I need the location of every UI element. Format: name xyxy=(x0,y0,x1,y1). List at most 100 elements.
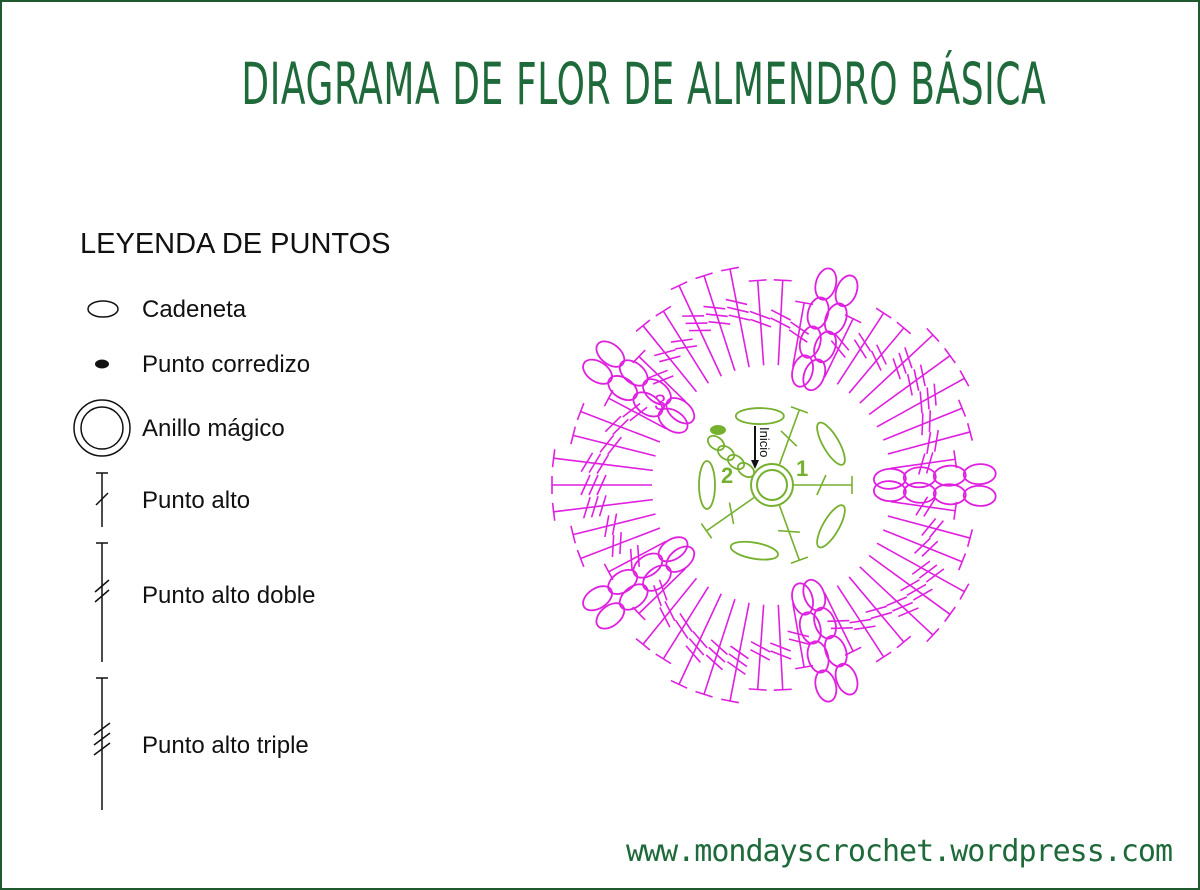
chain-oval xyxy=(834,274,859,308)
round-label-1: 1 xyxy=(796,456,808,481)
chain-oval xyxy=(607,375,639,402)
round2-chain-start xyxy=(716,444,736,462)
stitch xyxy=(748,604,771,691)
stitch-tick xyxy=(688,637,705,656)
slip-stitch-icon xyxy=(95,359,109,369)
stitch-tick xyxy=(788,638,811,646)
chain-oval xyxy=(657,407,689,434)
stitch-top xyxy=(966,423,974,441)
stitch xyxy=(748,279,772,366)
stitch-top xyxy=(721,266,740,272)
stitch xyxy=(876,370,970,428)
round2-chain xyxy=(698,460,716,510)
stitch-tick xyxy=(658,579,668,601)
stitch-tick xyxy=(612,418,629,436)
stitch-tick xyxy=(582,497,591,519)
stitch-tick xyxy=(849,618,872,624)
stitch-tick xyxy=(913,537,931,554)
stitch-top xyxy=(576,402,585,421)
petal xyxy=(551,358,689,612)
stitch-tick xyxy=(730,645,749,660)
stitch-tick xyxy=(898,352,907,374)
chain-oval xyxy=(642,564,672,592)
stitch-top xyxy=(635,638,651,651)
stitch-tick xyxy=(928,410,932,433)
stitch-tick xyxy=(892,601,913,612)
stitch xyxy=(876,542,970,600)
stitch xyxy=(859,566,940,643)
stitch-tick xyxy=(919,391,923,414)
stitch-top xyxy=(957,399,967,417)
stitch-top xyxy=(748,688,767,691)
legend-label-chain: Cadeneta xyxy=(142,296,247,323)
stitch-tick xyxy=(830,340,846,358)
legend-label-tr: Punto alto doble xyxy=(142,582,316,609)
chain-oval xyxy=(665,397,696,425)
stitch-tick xyxy=(886,596,908,607)
stitch-tick xyxy=(659,607,671,628)
stitch xyxy=(770,279,792,366)
stitch-post xyxy=(706,496,755,532)
stitch-tick xyxy=(596,474,607,496)
chain-oval xyxy=(806,640,830,674)
stitch-post xyxy=(778,409,801,465)
stitch-top xyxy=(957,553,967,571)
stitch xyxy=(836,585,892,663)
stitch-tick xyxy=(933,383,937,406)
stitch-top xyxy=(603,563,614,581)
stitch xyxy=(868,347,956,416)
stitch-top xyxy=(966,529,974,547)
stitch-tick xyxy=(777,529,800,534)
stitch xyxy=(576,402,661,443)
stitch-tick xyxy=(911,560,931,575)
stitch xyxy=(848,321,912,394)
stitch-tick xyxy=(749,310,771,320)
chain-oval xyxy=(582,358,613,385)
stitch-tick xyxy=(787,630,810,638)
stitch-tick xyxy=(897,607,919,618)
stitch-tick xyxy=(629,548,633,571)
stitch xyxy=(632,567,687,621)
stitch-post xyxy=(823,318,854,378)
footer-url: www.mondayscrochet.wordpress.com xyxy=(626,834,1173,869)
stitch-tick xyxy=(913,369,920,391)
stitch xyxy=(823,592,862,656)
stitch xyxy=(603,540,667,581)
stitch-tick xyxy=(708,646,726,663)
stitch-top xyxy=(795,300,814,306)
chain-oval xyxy=(607,568,639,595)
stitch-tick xyxy=(652,585,662,607)
stitch-tick xyxy=(892,358,901,380)
legend-label-dtr: Punto alto triple xyxy=(142,732,309,759)
stitch xyxy=(868,554,956,623)
stitch xyxy=(551,449,653,475)
stitch-tick xyxy=(904,347,913,369)
stitch-top xyxy=(926,627,940,643)
stitch-top xyxy=(790,405,809,414)
round1-stitch xyxy=(794,474,853,496)
chain-oval xyxy=(798,325,822,359)
chain-oval xyxy=(813,330,837,364)
stitch xyxy=(603,389,667,430)
chain-oval xyxy=(802,358,827,392)
stitch xyxy=(632,349,687,403)
round2-chain-start xyxy=(726,453,746,471)
stitch-tick xyxy=(726,661,746,676)
stitch-top xyxy=(773,279,792,282)
chain-oval xyxy=(932,464,967,487)
stitch-top xyxy=(551,502,556,521)
stitch-top xyxy=(844,646,862,656)
stitch-tick xyxy=(906,583,927,597)
stitch-top xyxy=(603,389,614,407)
stitch-tick xyxy=(790,321,810,335)
stitch xyxy=(836,307,892,385)
stitch-tick xyxy=(923,497,937,517)
stitch-tick xyxy=(685,645,701,663)
chain-oval xyxy=(834,662,859,696)
magic-ring-inner xyxy=(756,469,788,501)
stitch-tick xyxy=(906,373,913,396)
round2-chain-start xyxy=(706,434,726,452)
stitch-post xyxy=(608,540,667,573)
stitch-tick xyxy=(646,369,668,380)
stitch-tick xyxy=(912,588,933,601)
